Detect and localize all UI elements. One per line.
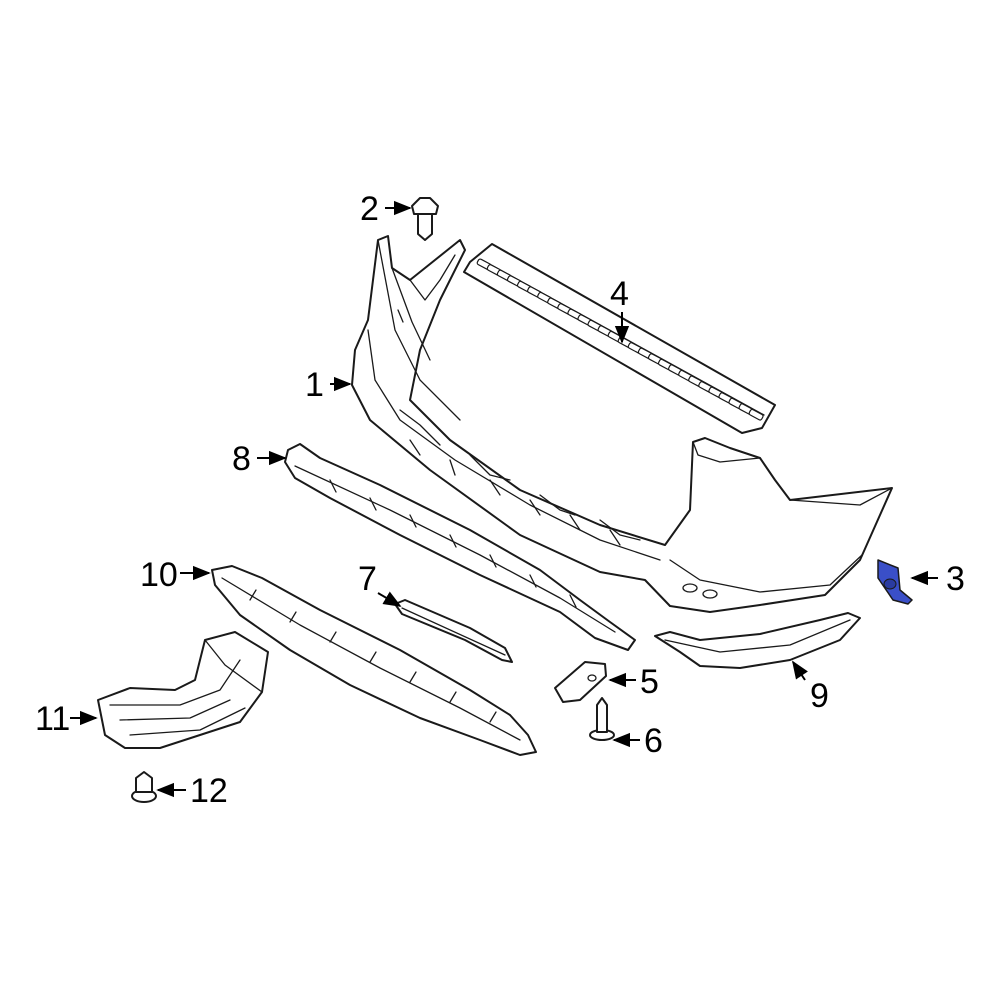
callout-5: 5 bbox=[608, 663, 659, 701]
callout-4-label: 4 bbox=[610, 275, 629, 313]
callout-9: 9 bbox=[792, 660, 829, 715]
callout-12-label: 12 bbox=[190, 772, 228, 810]
callout-10-label: 10 bbox=[140, 556, 178, 594]
part-8-impact-beam[interactable] bbox=[284, 443, 636, 651]
part-11-splash-shield[interactable] bbox=[97, 631, 269, 749]
part-9-trim-strip[interactable] bbox=[654, 612, 861, 669]
callout-1-label: 1 bbox=[305, 366, 324, 404]
leader-arrow-7 bbox=[377, 591, 402, 607]
callout-6: 6 bbox=[612, 722, 663, 760]
part-2-bolt[interactable] bbox=[411, 197, 439, 241]
part-12-clip[interactable] bbox=[131, 771, 157, 803]
callout-11: 11 bbox=[35, 700, 98, 738]
callout-6-label: 6 bbox=[644, 722, 663, 760]
slot bbox=[748, 408, 764, 421]
callout-8-label: 8 bbox=[232, 440, 251, 478]
part-3-bracket-highlighted[interactable] bbox=[877, 559, 913, 605]
part-1-bumper-cover[interactable] bbox=[351, 235, 893, 613]
callout-7-label: 7 bbox=[358, 560, 377, 598]
callout-5-label: 5 bbox=[640, 663, 659, 701]
part-6-screw[interactable] bbox=[589, 697, 615, 741]
part-4-step-protector[interactable] bbox=[463, 243, 776, 434]
part-7-bracket-strip[interactable] bbox=[394, 599, 513, 663]
callout-10: 10 bbox=[140, 556, 211, 594]
part-5-bracket[interactable] bbox=[554, 661, 607, 703]
leader-arrow-9 bbox=[792, 660, 808, 681]
callout-2-label: 2 bbox=[360, 190, 379, 228]
part-10-energy-absorber[interactable] bbox=[211, 565, 537, 756]
callout-9-label: 9 bbox=[810, 677, 829, 715]
callout-7: 7 bbox=[358, 560, 402, 607]
callout-2: 2 bbox=[360, 190, 412, 228]
callout-12: 12 bbox=[156, 772, 228, 810]
callout-3-label: 3 bbox=[946, 560, 965, 598]
callout-11-label: 11 bbox=[35, 700, 70, 738]
callout-3: 3 bbox=[910, 560, 965, 598]
callout-4: 4 bbox=[610, 275, 630, 344]
callout-8: 8 bbox=[232, 440, 287, 478]
callout-1: 1 bbox=[305, 366, 352, 404]
